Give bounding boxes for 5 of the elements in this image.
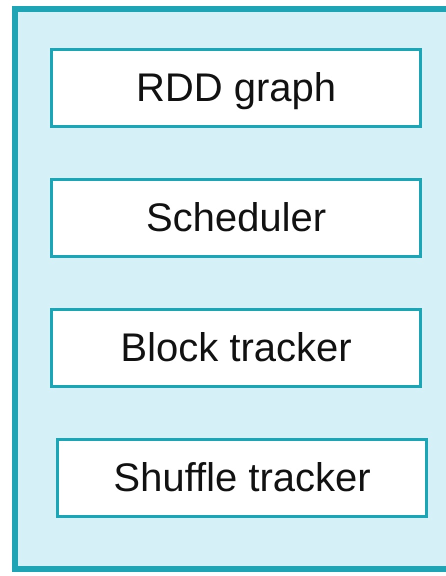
component-box: Shuffle tracker (56, 438, 428, 518)
component-box: Scheduler (50, 178, 422, 258)
component-box: RDD graph (50, 48, 422, 128)
container-panel (12, 6, 446, 572)
component-box: Block tracker (50, 308, 422, 388)
